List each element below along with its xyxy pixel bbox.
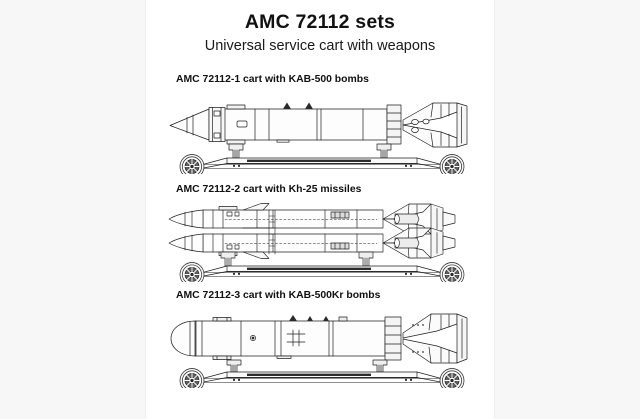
- cart-with-kab-500kr-bombs-drawing: [165, 308, 477, 388]
- cart-with-kh-25-missiles-drawing: [165, 202, 477, 282]
- page-subtitle: Universal service cart with weapons: [204, 38, 436, 54]
- sheet-left-edge: [145, 0, 146, 419]
- page-title: AMC 72112 sets: [244, 11, 396, 33]
- section-heading-set-2: AMC 72112-2 cart with Kh-25 missiles: [176, 184, 362, 195]
- product-sheet: AMC 72112 sets Universal service cart wi…: [145, 0, 495, 419]
- cart-with-kab-500-bombs-drawing: [165, 94, 477, 174]
- section-heading-set-1: AMC 72112-1 cart with KAB-500 bombs: [176, 74, 369, 85]
- section-heading-set-3: AMC 72112-3 cart with KAB-500Kr bombs: [176, 290, 381, 301]
- sheet-right-edge: [494, 0, 495, 419]
